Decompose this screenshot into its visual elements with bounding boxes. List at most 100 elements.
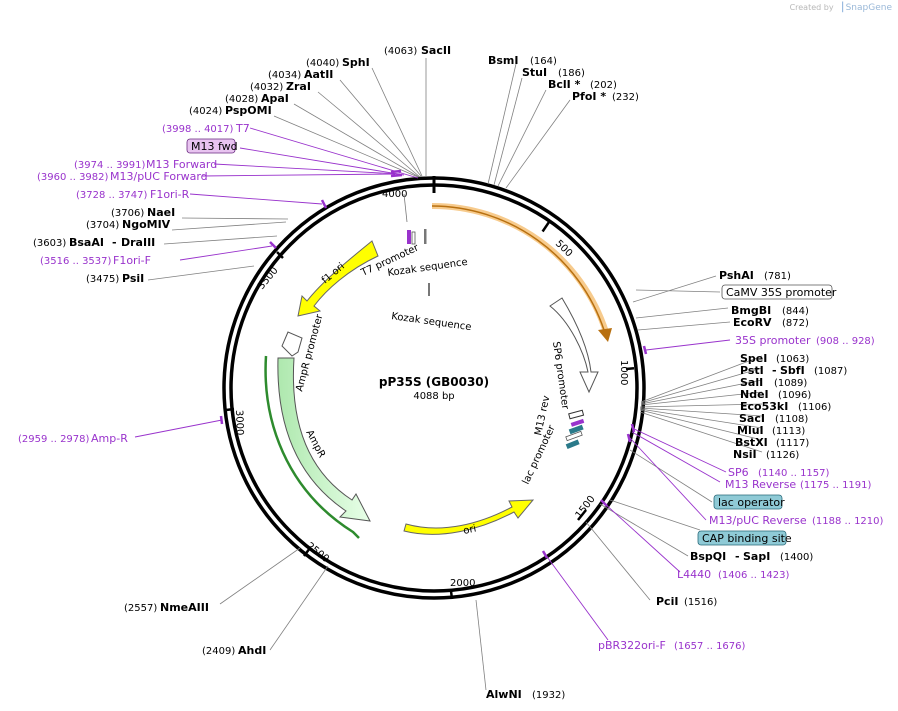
primer-range-amp-r: (2959 .. 2978) [18, 434, 90, 445]
site-pos-apai: (4028) [225, 94, 258, 105]
site-pos-mlui: (1113) [772, 426, 805, 437]
primer-labels: (3998 .. 4017) T7 (3974 .. 3991) M13 For… [18, 122, 884, 652]
cap-binding-box [697, 530, 787, 546]
site-name-sapi: SapI [743, 550, 770, 563]
site-name-ngomiv: NgoMIV [122, 218, 171, 231]
primer-name-f1ori-r: F1ori-R [150, 188, 190, 201]
site-pos-aatii: (4034) [268, 70, 301, 81]
site-name-ecorv: EcoRV [733, 316, 772, 329]
site-pos-naei: (3706) [111, 208, 144, 219]
tick-label-1500: 1500 [574, 494, 598, 521]
site-name-stui: StuI [522, 66, 547, 79]
lac-operator-box-label: lac operator [718, 496, 785, 509]
site-pos-sphi: (4040) [306, 58, 339, 69]
site-name-spei: SpeI [740, 352, 767, 365]
site-name-bspqi: BspQI [690, 550, 726, 563]
primer-range-l4440: (1406 .. 1423) [718, 570, 790, 581]
site-pos-sali: (1089) [774, 378, 807, 389]
site-name-draiii: DraIII [121, 236, 155, 249]
site-pos-psii: (3475) [86, 274, 119, 285]
primer-name-sp6: SP6 [728, 466, 749, 479]
f1-ori-arrow [297, 240, 379, 317]
site-pos-psti: (1087) [814, 366, 847, 377]
sp6-promoter-arrow [549, 297, 599, 394]
site-name-mlui: MluI [737, 424, 764, 437]
site-name-nsii: NsiI [733, 448, 757, 461]
site-pos-alwni: (1932) [532, 690, 565, 701]
site-pos-zrai: (4032) [250, 82, 283, 93]
camv-35s-box [721, 284, 833, 300]
tick-label-2000: 2000 [450, 578, 475, 589]
snapgene-logo-icon: ▕ [836, 3, 844, 13]
primer-range-f1ori-r: (3728 .. 3747) [76, 190, 148, 201]
t7-promoter-mark [411, 231, 416, 245]
ampr-promoter-label: AmpR promoter [294, 312, 325, 392]
site-pos-eco53ki: (1106) [798, 402, 831, 413]
site-pos-pspomi: (4024) [189, 106, 222, 117]
site-name-sali: SalI [740, 376, 763, 389]
site-pos-spei: (1063) [776, 354, 809, 365]
camv-35s-arrowhead [598, 328, 612, 342]
snapgene-credit: Created by ▕ SnapGene [790, 3, 892, 13]
kozak-label-2: Kozak sequence [391, 311, 472, 333]
primer-name-m13-rev: M13 Reverse [725, 478, 796, 491]
boxed-labels: M13 fwd CaMV 35S promoter lac operator C… [186, 138, 837, 546]
site-pos-nmeaiii: (2557) [124, 603, 157, 614]
tick-label-3000: 3000 [233, 410, 245, 436]
site-name-saci: SacI [739, 412, 765, 425]
camv-35s-box-label: CaMV 35S promoter [726, 286, 837, 299]
site-pos-pshai: (781) [764, 271, 791, 282]
plasmid-name: pP35S (GB0030) [379, 375, 489, 389]
primer-name-m13-fwd: M13 Forward [146, 158, 217, 171]
primer-range-sp6: (1140 .. 1157) [758, 468, 830, 479]
site-name-naei: NaeI [147, 206, 175, 219]
m13-fwd-box-label: M13 fwd [191, 140, 238, 153]
site-pos-nsii: (1126) [766, 450, 799, 461]
site-name-zrai: ZraI [286, 80, 311, 93]
site-name-bsmi: BsmI [488, 54, 519, 67]
primer-range-m13-puc-fwd: (3960 .. 3982) [37, 172, 109, 183]
m13-fwd-box [186, 138, 236, 154]
site-name-ndei: NdeI [740, 388, 769, 401]
primer-name-f1ori-f: F1ori-F [113, 254, 151, 267]
site-name-bsaai: BsaAI [69, 236, 104, 249]
site-name-aatii: AatII [304, 68, 333, 81]
site-sep-bspqi: - [735, 550, 740, 563]
site-pos-pcii: (1516) [684, 597, 717, 608]
tick-label-4000: 4000 [382, 189, 407, 200]
m13-rev-feature [570, 418, 585, 427]
site-pos-ahdi: (2409) [202, 646, 235, 657]
site-pos-ecorv: (872) [782, 318, 809, 329]
site-labels: (4063) SacII (4040) SphI (4034) AatII (4… [33, 44, 847, 701]
lac-promoter-small [565, 430, 583, 442]
primer-name-l4440: L4440 [677, 568, 711, 581]
site-pos-bspqi: (1400) [780, 552, 813, 563]
lac-operator-box [713, 494, 783, 510]
ampr-promoter-arrow [281, 331, 303, 357]
site-name-bstxi: BstXI [735, 436, 768, 449]
site-name-sphi: SphI [342, 56, 370, 69]
site-name-apai: ApaI [261, 92, 289, 105]
site-name-sacii: SacII [421, 44, 451, 57]
site-name-eco53ki: Eco53kI [740, 400, 788, 413]
site-name-bcli: BclI * [548, 78, 581, 91]
ampr-arrow [277, 357, 371, 522]
primer-name-pbr322ori-f: pBR322ori-F [598, 639, 666, 652]
primer-range-m13-rev: (1175 .. 1191) [800, 480, 872, 491]
primer-range-m13-fwd: (3974 .. 3991) [74, 160, 146, 171]
site-pos-saci: (1108) [775, 414, 808, 425]
site-pos-bcli: (202) [590, 80, 617, 91]
site-pos-ndei: (1096) [778, 390, 811, 401]
ori-label: ori [462, 523, 477, 536]
primer-range-f1ori-f: (3516 .. 3537) [40, 256, 112, 267]
site-name-pspomi: PspOMI [225, 104, 272, 117]
ori-arrow [403, 499, 535, 535]
site-pos-stui: (186) [558, 68, 585, 79]
site-leader-lines [147, 58, 763, 691]
primer-range-35s: (908 .. 928) [816, 336, 875, 347]
site-pos-ngomiv: (3704) [86, 220, 119, 231]
lac-operator-feature [568, 424, 584, 435]
site-name-nmeaiii: NmeAIII [160, 601, 209, 614]
primer-range-t7: (3998 .. 4017) [162, 124, 234, 135]
